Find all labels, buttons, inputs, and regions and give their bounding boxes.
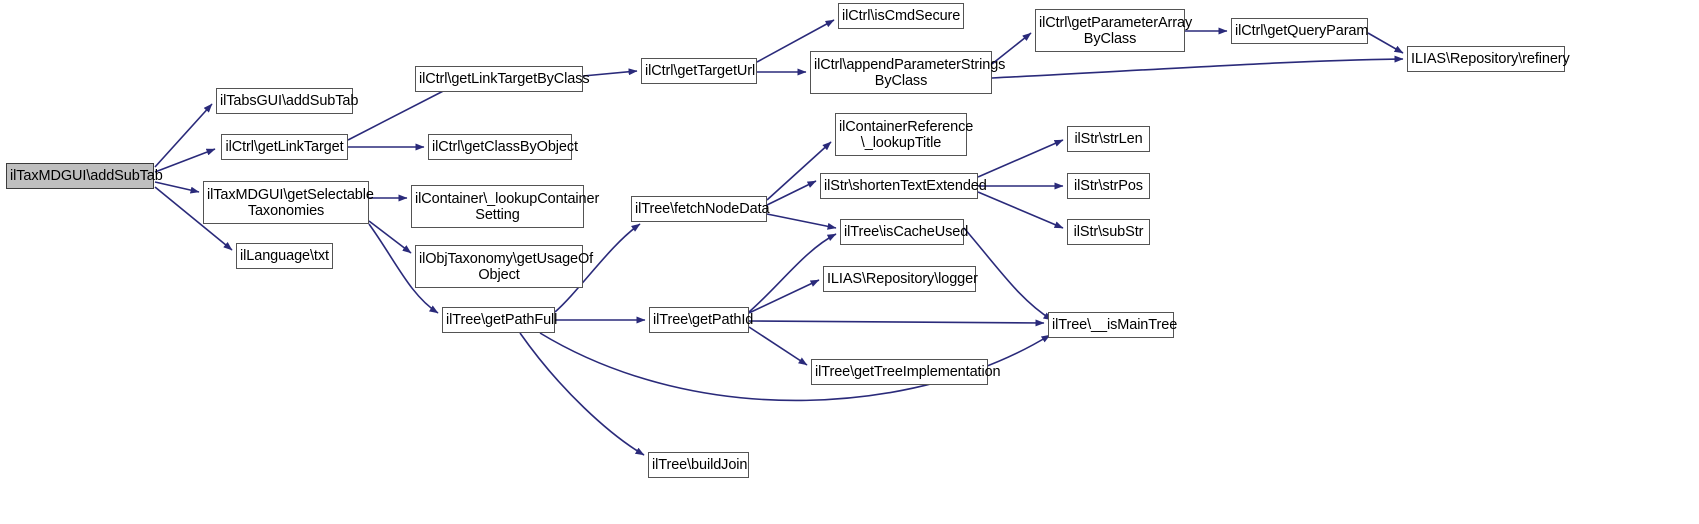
graph-node-n22[interactable]: ilStr\strLen xyxy=(1067,126,1150,152)
edge-group xyxy=(154,19,1404,456)
graph-node-label: ilTree\getPathId xyxy=(653,312,754,328)
graph-edge-n11-to-n18 xyxy=(766,213,837,230)
graph-node-label: ilCtrl\appendParameterStrings ByClass xyxy=(814,56,1006,89)
graph-node-label: ilTree\getTreeImplementation xyxy=(815,364,1001,380)
graph-node-label: ilStr\shortenTextExtended xyxy=(824,178,987,194)
graph-node-label: ilStr\subStr xyxy=(1073,224,1144,240)
graph-node-label: ILIAS\Repository\refinery xyxy=(1411,51,1570,67)
graph-node-label: ilTree\buildJoin xyxy=(652,457,748,473)
graph-node-n27[interactable]: ILIAS\Repository\refinery xyxy=(1407,46,1570,72)
graph-node-label: ilStr\strPos xyxy=(1074,178,1143,194)
graph-edge-n3-to-n8 xyxy=(368,220,412,254)
graph-node-n14[interactable]: ilCtrl\isCmdSecure xyxy=(838,3,964,29)
graph-node-n6[interactable]: ilCtrl\getClassByObject xyxy=(428,134,578,160)
graph-edge-n2-to-n5 xyxy=(347,84,456,141)
graph-edge-n17-to-n24 xyxy=(977,191,1064,229)
graph-node-n11[interactable]: ilTree\fetchNodeData xyxy=(631,196,770,222)
graph-node-label: ilContainer\_lookupContainer Setting xyxy=(415,190,600,223)
graph-node-label: ilTaxMDGUI\getSelectable Taxonomies xyxy=(207,186,374,219)
graph-node-n24[interactable]: ilStr\subStr xyxy=(1067,219,1150,245)
graph-node-label: ILIAS\Repository\logger xyxy=(827,271,978,287)
graph-edge-n0-to-n1 xyxy=(154,103,213,168)
graph-node-n5[interactable]: ilCtrl\getLinkTargetByClass xyxy=(415,66,590,92)
graph-node-label: ilCtrl\getQueryParam xyxy=(1235,23,1369,39)
graph-edge-n9-to-n13 xyxy=(519,332,645,456)
graph-node-n7[interactable]: ilContainer\_lookupContainer Setting xyxy=(411,185,600,228)
graph-node-label: ilLanguage\txt xyxy=(240,248,329,264)
graph-edge-n11-to-n17 xyxy=(766,180,817,206)
graph-edge-n15-to-n27 xyxy=(991,55,1404,79)
graph-node-n26[interactable]: ilCtrl\getQueryParam xyxy=(1231,18,1368,44)
graph-node-n19[interactable]: ILIAS\Repository\logger xyxy=(823,266,978,292)
graph-node-n13[interactable]: ilTree\buildJoin xyxy=(648,452,749,478)
graph-node-n2[interactable]: ilCtrl\getLinkTarget xyxy=(221,134,348,160)
graph-edge-n12-to-n20 xyxy=(748,326,808,366)
graph-edge-n5-to-n10 xyxy=(582,68,638,77)
graph-node-n8[interactable]: ilObjTaxonomy\getUsageOf Object xyxy=(415,245,594,288)
graph-node-label: ilCtrl\isCmdSecure xyxy=(842,8,961,24)
graph-edge-n0-to-n2 xyxy=(154,148,216,173)
graph-node-n20[interactable]: ilTree\getTreeImplementation xyxy=(811,359,1001,385)
graph-node-n17[interactable]: ilStr\shortenTextExtended xyxy=(820,173,987,199)
graph-node-n4[interactable]: ilLanguage\txt xyxy=(236,243,333,269)
graph-node-label: ilCtrl\getLinkTarget xyxy=(225,139,344,155)
graph-node-n3[interactable]: ilTaxMDGUI\getSelectable Taxonomies xyxy=(203,181,374,224)
graph-node-label: ilTaxMDGUI\addSubTab xyxy=(10,168,163,184)
graph-node-n15[interactable]: ilCtrl\appendParameterStrings ByClass xyxy=(810,51,1006,94)
graph-node-n9[interactable]: ilTree\getPathFull xyxy=(442,307,558,333)
graph-node-label: ilCtrl\getClassByObject xyxy=(432,139,578,155)
graph-node-n23[interactable]: ilStr\strPos xyxy=(1067,173,1150,199)
graph-node-label: ilTree\__isMainTree xyxy=(1052,317,1178,333)
graph-node-n1[interactable]: ilTabsGUI\addSubTab xyxy=(216,88,359,114)
graph-node-n25[interactable]: ilTree\__isMainTree xyxy=(1048,312,1178,338)
graph-edge-n12-to-n25 xyxy=(748,319,1045,327)
graph-node-label: ilCtrl\getParameterArray ByClass xyxy=(1039,14,1193,47)
graph-node-n10[interactable]: ilCtrl\getTargetUrl xyxy=(641,58,757,84)
graph-node-label: ilCtrl\getLinkTargetByClass xyxy=(419,71,590,87)
graph-node-n21[interactable]: ilCtrl\getParameterArray ByClass xyxy=(1035,9,1193,52)
graph-node-label: ilStr\strLen xyxy=(1074,131,1143,147)
graph-edge-n12-to-n19 xyxy=(748,279,820,314)
graph-node-label: ilTree\getPathFull xyxy=(446,312,558,328)
graph-node-label: ilCtrl\getTargetUrl xyxy=(645,63,756,79)
graph-node-label: ilTree\isCacheUsed xyxy=(844,224,969,240)
graph-node-label: ilObjTaxonomy\getUsageOf Object xyxy=(419,250,594,283)
graph-node-n12[interactable]: ilTree\getPathId xyxy=(649,307,754,333)
graph-node-label: ilTree\fetchNodeData xyxy=(635,201,770,217)
graph-node-n18[interactable]: ilTree\isCacheUsed xyxy=(840,219,969,245)
graph-node-label: ilTabsGUI\addSubTab xyxy=(220,93,359,109)
graph-node-label: ilContainerReference \_lookupTitle xyxy=(839,118,974,151)
graph-edge-n26-to-n27 xyxy=(1367,32,1404,54)
graph-edge-n17-to-n22 xyxy=(977,139,1064,178)
graph-node-n16[interactable]: ilContainerReference \_lookupTitle xyxy=(835,113,974,156)
graph-node-n0[interactable]: ilTaxMDGUI\addSubTab xyxy=(6,163,163,189)
